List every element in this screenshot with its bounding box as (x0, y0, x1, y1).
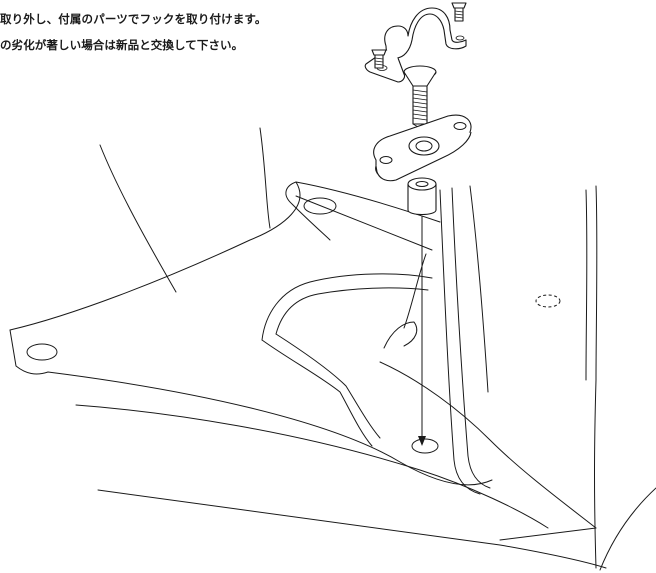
hidden-hole (535, 294, 561, 308)
instruction-line-1: 取り外し、付属のパーツでフックを取り付けます。 (0, 12, 267, 26)
spacer-collar-icon (407, 177, 437, 216)
assembly-arrow (418, 215, 426, 446)
small-screw-icon (451, 2, 467, 22)
body-panel (9, 127, 656, 571)
long-bolt-icon (403, 65, 437, 129)
mounting-plate-icon (373, 114, 472, 182)
instruction-line-2: の劣化が著しい場合は新品と交換して下さい。 (0, 38, 244, 52)
small-screw-icon (371, 49, 387, 69)
